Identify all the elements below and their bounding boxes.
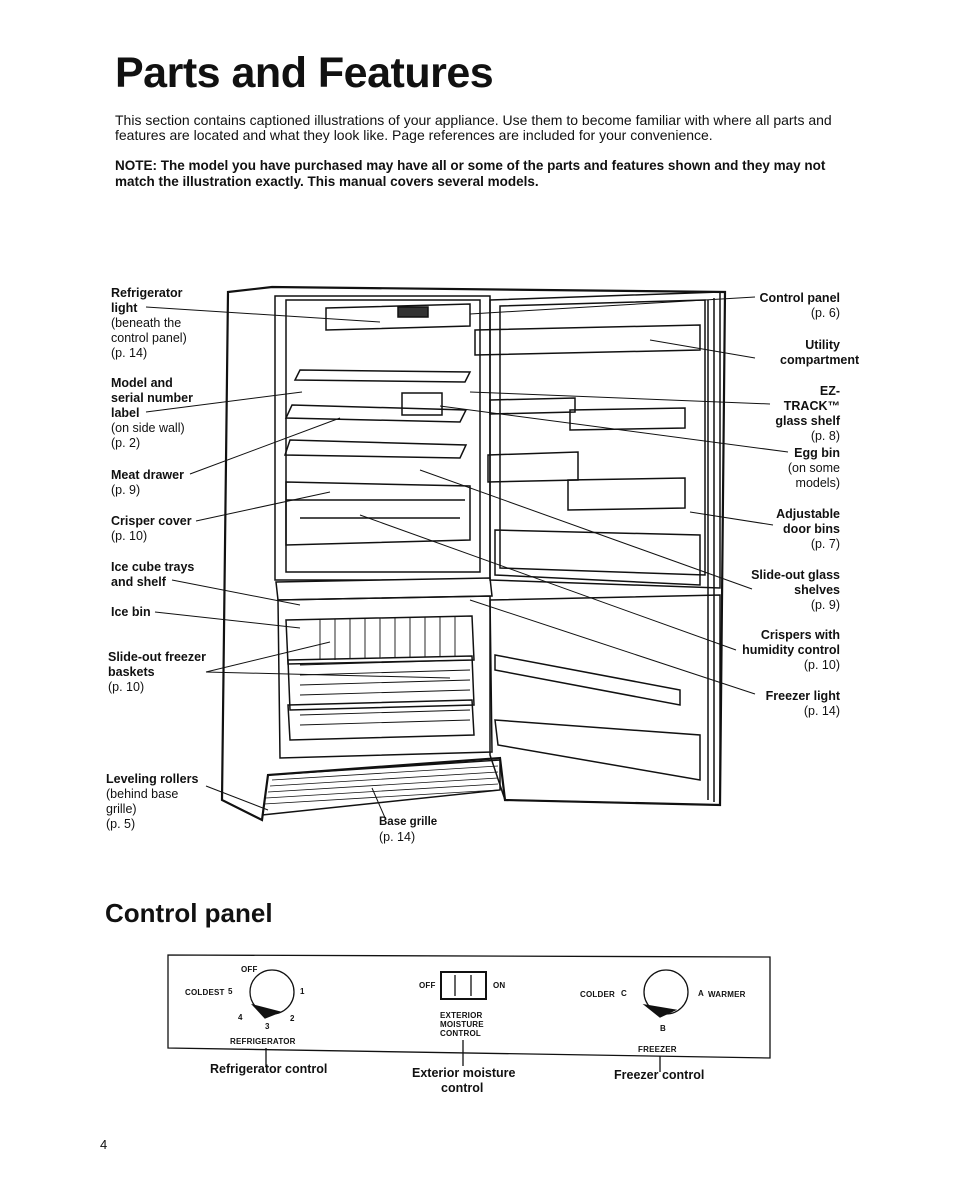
- control-panel-heading: Control panel: [105, 898, 273, 928]
- label-crisper-cover: Crisper cover (p. 10): [111, 514, 192, 544]
- label-crispers-humidity: Crispers with humidity control (p. 10): [730, 628, 840, 673]
- refrigerator-off-label: OFF: [241, 965, 258, 974]
- label-control-panel: Control panel (p. 6): [740, 291, 840, 321]
- freezer-control-caption: Freezer control: [614, 1068, 705, 1082]
- label-title: Ice cube trays and shelf: [111, 560, 195, 589]
- label-slide-out-shelves: Slide-out glass shelves (p. 9): [740, 568, 840, 613]
- label-sub: (beneath the control panel): [111, 316, 187, 345]
- moisture-on-label: ON: [493, 981, 506, 990]
- freezer-warmer-label: WARMER: [708, 990, 746, 999]
- label-freezer-baskets: Slide-out freezer baskets (p. 10): [108, 650, 208, 695]
- label-title: Control panel: [759, 291, 840, 305]
- label-title: Crispers with humidity control: [742, 628, 840, 657]
- refrigerator-control-caption: Refrigerator control: [210, 1062, 328, 1076]
- label-page: (p. 10): [111, 529, 148, 543]
- label-page: (p. 7): [810, 537, 840, 551]
- label-title: Base grille: [379, 816, 438, 828]
- label-title: Adjustable door bins: [776, 507, 840, 536]
- label-refrigerator-light: Refrigerator light (beneath the control …: [111, 286, 221, 361]
- moisture-control-caption-2: control: [441, 1081, 484, 1095]
- label-page: (p. 5): [106, 817, 136, 831]
- label-page: (p. 9): [111, 483, 141, 497]
- label-utility-compartment: Utility compartment: [740, 338, 860, 368]
- intro-paragraph: This section contains captioned illustra…: [115, 112, 832, 143]
- moisture-control-caption-1: Exterior moisture: [412, 1066, 516, 1080]
- label-sub: (on side wall): [111, 421, 185, 435]
- refrigerator-setting-2: 2: [290, 1014, 295, 1023]
- label-title: Crisper cover: [111, 514, 192, 528]
- label-title: Model and serial number label: [111, 376, 193, 420]
- label-leveling-rollers: Leveling rollers (behind base grille) (p…: [106, 772, 201, 832]
- refrigerator-setting-3: 3: [265, 1022, 270, 1031]
- label-adjustable-door-bins: Adjustable door bins (p. 7): [740, 507, 840, 552]
- note-paragraph: NOTE: The model you have purchased may h…: [115, 158, 826, 189]
- label-page: (p. 14): [379, 830, 416, 844]
- label-title: Refrigerator light: [111, 286, 183, 315]
- freezer-panel-label: FREEZER: [638, 1045, 677, 1054]
- page-number: 4: [100, 1137, 108, 1152]
- label-title: Meat drawer: [111, 468, 184, 482]
- freezer-setting-c: C: [621, 989, 627, 998]
- label-egg-bin: Egg bin (on some models): [740, 446, 840, 491]
- moisture-label-line1: EXTERIOR: [440, 1011, 483, 1020]
- refrigerator-panel-label: REFRIGERATOR: [230, 1037, 296, 1046]
- label-base-grille: Base grille (p. 14): [379, 815, 437, 845]
- label-title: Freezer light: [765, 689, 840, 703]
- label-title: EZ-TRACK™ glass shelf: [775, 384, 840, 428]
- refrigerator-setting-5: 5: [228, 987, 233, 996]
- moisture-label-line2: MOISTURE: [440, 1020, 484, 1029]
- label-title: Slide-out freezer baskets: [108, 650, 206, 679]
- label-page: (p. 10): [108, 680, 145, 694]
- refrigerator-setting-4: 4: [238, 1013, 243, 1022]
- label-page: (p. 14): [111, 346, 148, 360]
- label-title: Leveling rollers: [106, 772, 199, 786]
- label-page: (p. 2): [111, 436, 141, 450]
- label-title: Egg bin: [794, 446, 840, 460]
- label-ice-bin: Ice bin: [111, 605, 151, 620]
- refrigerator-setting-1: 1: [300, 987, 305, 996]
- label-page: (p. 10): [803, 658, 840, 672]
- moisture-off-label: OFF: [419, 981, 436, 990]
- refrigerator-coldest-label: COLDEST: [185, 988, 225, 997]
- label-page: (p. 8): [810, 429, 840, 443]
- page-title: Parts and Features: [115, 49, 494, 97]
- label-ez-track-shelf: EZ-TRACK™ glass shelf (p. 8): [740, 384, 840, 444]
- label-ice-cube-trays: Ice cube trays and shelf: [111, 560, 206, 590]
- label-page: (p. 6): [810, 306, 840, 320]
- freezer-setting-b: B: [660, 1024, 666, 1033]
- freezer-setting-a: A: [698, 989, 704, 998]
- label-page: (p. 9): [810, 598, 840, 612]
- label-model-serial: Model and serial number label (on side w…: [111, 376, 201, 451]
- moisture-label-line3: CONTROL: [440, 1029, 481, 1038]
- label-sub: (on some models): [787, 461, 840, 490]
- label-title: Slide-out glass shelves: [751, 568, 840, 597]
- label-freezer-light: Freezer light (p. 14): [740, 689, 840, 719]
- label-title: Ice bin: [111, 605, 151, 619]
- label-meat-drawer: Meat drawer (p. 9): [111, 468, 184, 498]
- label-title: Utility compartment: [780, 338, 860, 367]
- label-sub: (behind base grille): [106, 787, 179, 816]
- label-page: (p. 14): [803, 704, 840, 718]
- freezer-colder-label: COLDER: [580, 990, 615, 999]
